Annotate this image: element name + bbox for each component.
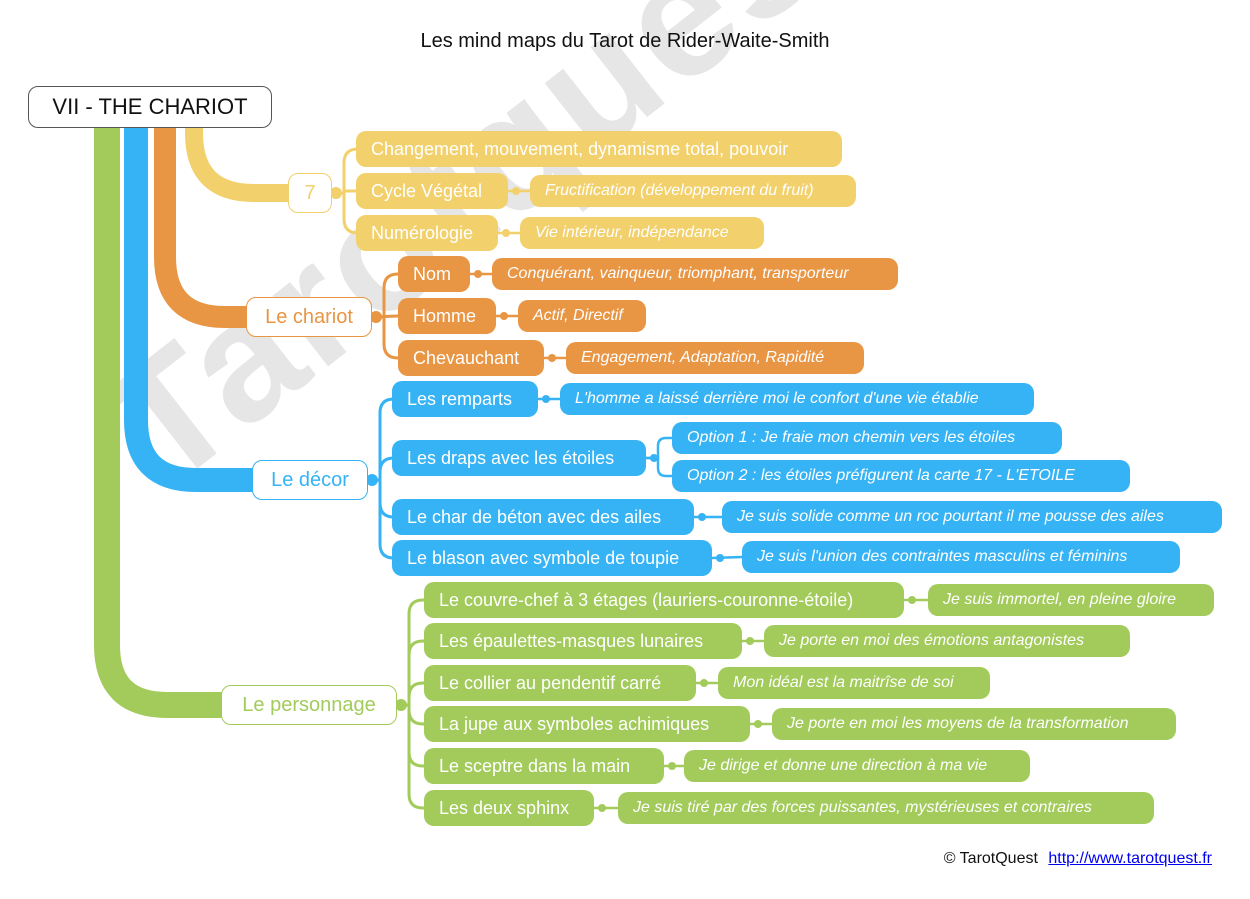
connector-dot <box>598 804 606 812</box>
connector-dot <box>698 513 706 521</box>
connector-dot <box>700 679 708 687</box>
copyright-text: © TarotQuest <box>943 850 1038 867</box>
branch-trunk <box>124 116 268 492</box>
topic-connector <box>370 315 400 360</box>
topic-connector <box>395 703 426 810</box>
branch-trunk <box>185 119 301 202</box>
topic-node: Homme <box>398 298 496 334</box>
connector-dot <box>512 187 520 195</box>
topic-node: Chevauchant <box>398 340 544 376</box>
connector-dot <box>548 354 556 362</box>
description-node: Je dirige et donne une direction à ma vi… <box>684 750 1030 782</box>
hub-joint <box>330 187 342 199</box>
topic-node: Les draps avec les étoiles <box>392 440 646 476</box>
hub-node-decor: Le décor <box>252 460 368 500</box>
description-node: Actif, Directif <box>518 300 646 332</box>
page-title: Les mind maps du Tarot de Rider-Waite-Sm… <box>420 30 830 52</box>
description-node: Engagement, Adaptation, Rapidité <box>566 342 864 374</box>
topic-connector <box>395 598 426 707</box>
topic-connector <box>395 639 426 707</box>
description-node: Je suis l'union des contraintes masculin… <box>742 541 1180 573</box>
hub-joint <box>395 699 407 711</box>
description-connector <box>644 456 674 478</box>
description-node: Je suis immortel, en pleine gloire <box>928 584 1214 616</box>
topic-node: Les deux sphinx <box>424 790 594 826</box>
connector-dot <box>502 229 510 237</box>
branch-trunk <box>94 115 238 718</box>
topic-connector <box>330 191 359 235</box>
connector-dot <box>668 762 676 770</box>
connector-dot <box>754 720 762 728</box>
branch-trunk <box>154 117 261 328</box>
description-node: Vie intérieur, indépendance <box>520 217 764 249</box>
topic-node: Changement, mouvement, dynamisme total, … <box>356 131 842 167</box>
website-link[interactable]: http://www.tarotquest.fr <box>1048 850 1212 867</box>
description-node: Conquérant, vainqueur, triomphant, trans… <box>492 258 898 290</box>
topic-node: Le blason avec symbole de toupie <box>392 540 712 576</box>
topic-connector <box>366 478 395 560</box>
topic-connector <box>370 272 400 319</box>
description-node: Mon idéal est la maitrîse de soi <box>718 667 990 699</box>
topic-connector <box>330 147 359 195</box>
hub-joint <box>366 474 378 486</box>
description-node: Je porte en moi des émotions antagoniste… <box>764 625 1130 657</box>
description-node: Option 1 : Je fraie mon chemin vers les … <box>672 422 1062 454</box>
topic-node: Les remparts <box>392 381 538 417</box>
description-node: Je suis solide comme un roc pourtant il … <box>722 501 1222 533</box>
description-node: Option 2 : les étoiles préfigurent la ca… <box>672 460 1130 492</box>
topic-node: Numérologie <box>356 215 498 251</box>
root-node: VII - THE CHARIOT <box>28 86 272 128</box>
topic-node: Le couvre-chef à 3 étages (lauriers-cour… <box>424 582 904 618</box>
hub-node-chariot: Le chariot <box>246 297 372 337</box>
hub-node-numerology: 7 <box>288 173 332 213</box>
connector-dot <box>908 596 916 604</box>
description-node: Fructification (développement du fruit) <box>530 175 856 207</box>
hub-node-personnage: Le personnage <box>221 685 397 725</box>
topic-node: Le char de béton avec des ailes <box>392 499 694 535</box>
connector-dot <box>716 554 724 562</box>
connector-dot <box>474 270 482 278</box>
connector-dot <box>746 637 754 645</box>
topic-node: Nom <box>398 256 470 292</box>
connector-dot <box>650 454 658 462</box>
topic-node: Les épaulettes-masques lunaires <box>424 623 742 659</box>
description-node: L'homme a laissé derrière moi le confort… <box>560 383 1034 415</box>
description-node: Je suis tiré par des forces puissantes, … <box>618 792 1154 824</box>
topic-node: Cycle Végétal <box>356 173 508 209</box>
description-connector <box>644 436 674 460</box>
topic-connector <box>395 681 426 707</box>
connector-dot <box>500 312 508 320</box>
topic-node: Le collier au pendentif carré <box>424 665 696 701</box>
hub-joint <box>370 311 382 323</box>
connector-dot <box>542 395 550 403</box>
topic-node: La jupe aux symboles achimiques <box>424 706 750 742</box>
description-node: Je porte en moi les moyens de la transfo… <box>772 708 1176 740</box>
topic-node: Le sceptre dans la main <box>424 748 664 784</box>
footer: © TarotQuest http://www.tarotquest.fr <box>944 850 1212 868</box>
